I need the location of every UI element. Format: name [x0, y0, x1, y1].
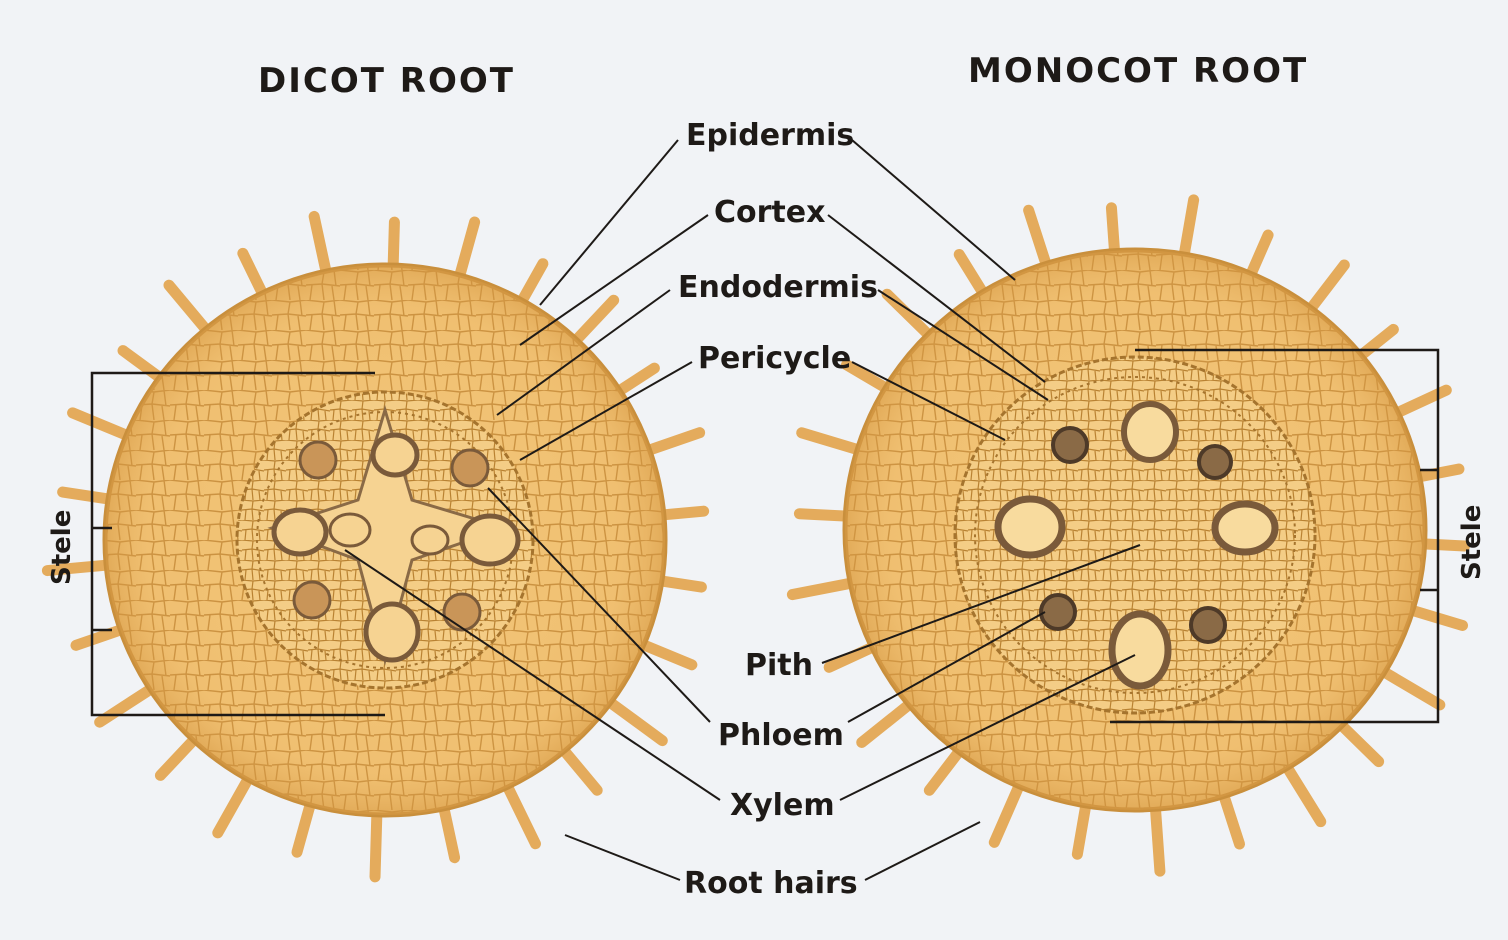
label-stele-right: Stele [1457, 505, 1487, 580]
root-hair [660, 511, 704, 515]
root-hair [640, 643, 692, 664]
root-hair [1184, 200, 1194, 258]
monocot-xylem-vessel [1112, 614, 1168, 686]
monocot-xylem-vessel [1215, 504, 1275, 552]
monocot-xylem-vessel [1124, 404, 1176, 460]
label-phloem: Phloem [718, 718, 844, 753]
label-pericycle: Pericycle [698, 341, 851, 376]
root-hair [1358, 329, 1393, 357]
root-hair [393, 222, 394, 269]
root-hair [160, 738, 196, 776]
dicot-xylem-vessel [373, 435, 417, 475]
root-hair [169, 285, 208, 332]
monocot-phloem [1191, 608, 1225, 642]
label-pith: Pith [745, 648, 813, 683]
dicot-phloem [294, 582, 330, 618]
root-hair [459, 222, 475, 279]
root-hair [1381, 670, 1440, 705]
dicot-xylem-vessel [330, 514, 370, 546]
root-hair [1155, 805, 1160, 871]
root-hair [100, 687, 154, 722]
root-hair [1285, 765, 1320, 822]
monocot-phloem [1053, 428, 1087, 462]
root-hair [218, 776, 250, 833]
root-hair [1223, 793, 1240, 844]
root-hair [994, 783, 1020, 843]
label-root-hairs: Root hairs [684, 866, 858, 901]
label-cortex: Cortex [714, 195, 825, 230]
dicot-xylem-vessel [274, 510, 326, 554]
root-hair [506, 784, 535, 844]
root-hair [862, 702, 912, 742]
monocot-root-title: MONOCOT ROOT [968, 51, 1308, 91]
root-hair [520, 264, 543, 304]
root-hair [1111, 208, 1114, 255]
label-epidermis: Epidermis [686, 118, 854, 153]
label-endodermis: Endodermis [678, 270, 878, 305]
root-hair [1339, 723, 1378, 761]
root-hair [959, 254, 984, 295]
root-hair [1250, 235, 1268, 277]
root-hair [929, 749, 961, 790]
root-hair [829, 646, 875, 667]
root-hair [63, 492, 112, 499]
dicot-xylem-vessel [462, 516, 518, 564]
monocot-xylem-vessel [998, 499, 1062, 555]
root-hair [1029, 210, 1047, 267]
dicot-xylem-vessel [366, 604, 418, 660]
root-hair [123, 351, 162, 380]
root-hair [243, 253, 264, 296]
root-hair [375, 811, 377, 877]
label-xylem: Xylem [730, 788, 835, 823]
dicot-phloem [444, 594, 480, 630]
root-hair [799, 514, 849, 516]
root-hair [443, 805, 454, 858]
root-hair [562, 748, 597, 790]
root-hair [646, 433, 700, 452]
label-stele-left: Stele [47, 510, 77, 585]
root-hair [802, 433, 861, 451]
root-hair [1409, 609, 1463, 625]
root-hair [658, 580, 702, 587]
root-hair [792, 583, 854, 595]
dicot-xylem-vessel [412, 526, 448, 554]
dicot-phloem [452, 450, 488, 486]
monocot-phloem [1041, 595, 1075, 629]
dicot-phloem [300, 442, 336, 478]
root-hair [73, 413, 130, 437]
dicot-root-title: DICOT ROOT [258, 61, 515, 101]
dicot-root-section [47, 216, 703, 876]
monocot-phloem [1199, 446, 1231, 478]
root-hair [314, 216, 327, 275]
root-hair [1077, 802, 1086, 854]
root-hair [1309, 265, 1344, 311]
root-hair [607, 700, 662, 740]
root-hair [617, 368, 655, 392]
root-hair [297, 801, 311, 852]
